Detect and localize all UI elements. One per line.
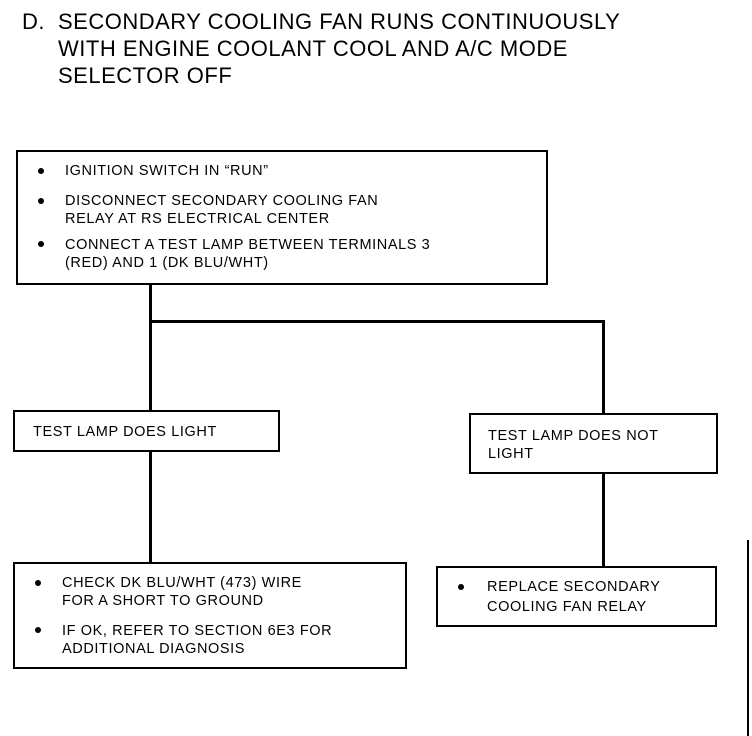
connector-top-down (149, 284, 152, 322)
bullet-icon (38, 168, 44, 174)
bullet-icon (38, 241, 44, 247)
connector-left-branch (149, 320, 152, 411)
action-replace-relay-box: REPLACE SECONDARY COOLING FAN RELAY (436, 566, 717, 627)
action-replace-relay-line-1: REPLACE SECONDARY (487, 579, 661, 595)
connector-right-lower (602, 473, 605, 567)
result-lamp-lights-text: TEST LAMP DOES LIGHT (33, 424, 217, 440)
result-lamp-not-lit-line-1: TEST LAMP DOES NOT (488, 428, 659, 444)
step-disconnect-relay-line-2: RELAY AT RS ELECTRICAL CENTER (65, 211, 330, 227)
action-refer-section-line-2: ADDITIONAL DIAGNOSIS (62, 641, 246, 657)
bullet-icon (35, 627, 41, 633)
step-connect-test-lamp-line-1: CONNECT A TEST LAMP BETWEEN TERMINALS 3 (65, 237, 431, 253)
result-lamp-not-lit-line-2: LIGHT (488, 446, 534, 462)
connector-left-lower (149, 451, 152, 563)
action-check-wire-line-2: FOR A SHORT TO GROUND (62, 593, 264, 609)
result-lamp-not-lit-box: TEST LAMP DOES NOT LIGHT (469, 413, 718, 474)
action-replace-relay-line-2: COOLING FAN RELAY (487, 599, 647, 615)
title-line-1: SECONDARY COOLING FAN RUNS CONTINUOUSLY (58, 9, 621, 34)
step-ignition-switch: IGNITION SWITCH IN “RUN” (65, 163, 269, 179)
result-lamp-lights-box: TEST LAMP DOES LIGHT (13, 410, 280, 452)
bullet-icon (458, 584, 464, 590)
section-letter: D. (22, 9, 45, 34)
connector-right-branch (602, 320, 605, 414)
action-check-wire-line-1: CHECK DK BLU/WHT (473) WIRE (62, 575, 302, 591)
title-line-3: SELECTOR OFF (58, 63, 233, 88)
title-line-2: WITH ENGINE COOLANT COOL AND A/C MODE (58, 36, 568, 61)
initial-steps-box: IGNITION SWITCH IN “RUN” DISCONNECT SECO… (16, 150, 548, 285)
step-disconnect-relay-line-1: DISCONNECT SECONDARY COOLING FAN (65, 193, 379, 209)
connector-horizontal-split (149, 320, 605, 323)
action-check-wire-box: CHECK DK BLU/WHT (473) WIRE FOR A SHORT … (13, 562, 407, 669)
bullet-icon (38, 198, 44, 204)
bullet-icon (35, 580, 41, 586)
step-connect-test-lamp-line-2: (RED) AND 1 (DK BLU/WHT) (65, 255, 269, 271)
scan-edge-line (747, 540, 749, 736)
action-refer-section-line-1: IF OK, REFER TO SECTION 6E3 FOR (62, 623, 333, 639)
